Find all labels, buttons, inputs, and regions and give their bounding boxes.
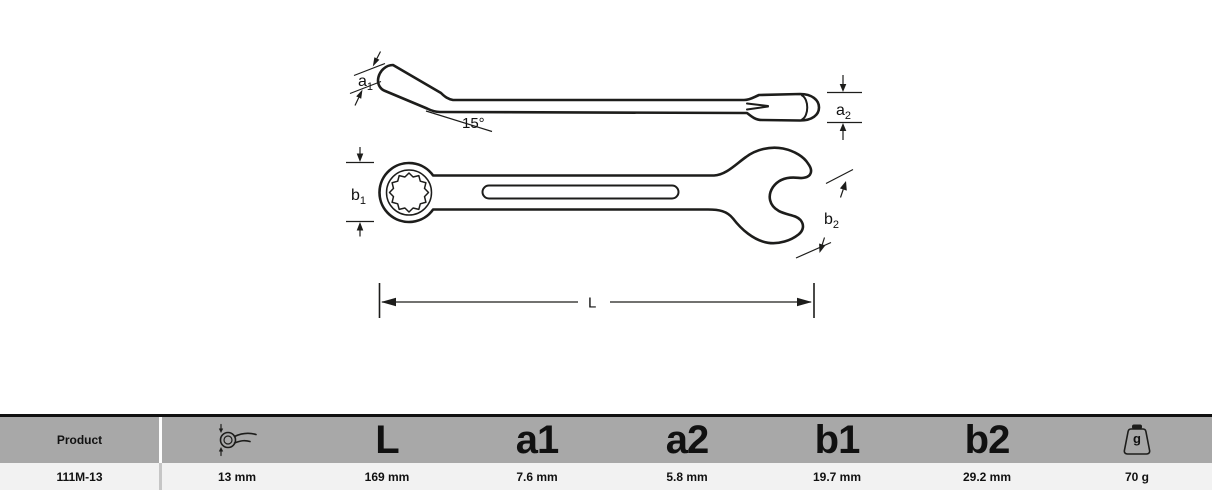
wrench-top-view: b1 b2 [346,146,854,259]
a2-label: a2 [836,102,851,122]
angle-reference-line [425,110,493,133]
a1-label: a1 [358,73,373,93]
header-b2-label: b2 [964,418,1011,462]
spec-table-data-row: 111M-13 13 mm 169 mm 7.6 mm 5.8 mm 19.7 … [0,463,1212,490]
open-jaw-parting-lines [746,102,769,111]
top-view-outline [378,146,813,245]
cell-b1: 19.7 mm [812,469,862,484]
cell-L: 169 mm [364,469,410,484]
header-L: L [312,417,462,463]
table-top-border [0,414,1212,417]
wrench-dimension-diagram: 15° a1 a2 [346,51,862,318]
header-a1-label: a1 [515,418,559,462]
header-a2: a2 [612,417,762,463]
header-b1-label: b1 [814,418,861,462]
L-label: L [588,295,596,312]
weight-icon: g [1123,424,1151,455]
dimension-a2: a2 [827,75,862,140]
ring-12-point-profile [388,172,430,213]
handle-slot [481,184,680,200]
dimension-L: L [378,283,815,318]
cell-size: 13 mm [217,469,257,484]
b2-label: b2 [824,211,839,231]
cell-a2: 5.8 mm [666,469,708,484]
header-weight: g [1062,417,1212,463]
spec-table-header-row: Product L a1 a [0,417,1212,463]
angle-label: 15° [462,115,485,132]
header-product-label: Product [56,433,103,447]
cell-b2: 29.2 mm [962,469,1012,484]
dimension-a1: a1 [349,51,386,106]
cell-a1: 7.6 mm [516,469,558,484]
wrench-size-icon [218,423,257,457]
header-b2: b2 [912,417,1062,463]
spec-table: Product L a1 a [0,414,1212,490]
header-a1: a1 [462,417,612,463]
weight-icon-unit-label: g [1133,431,1141,446]
dimension-b1: b1 [346,147,374,237]
header-L-label: L [375,418,399,462]
header-size [162,417,312,463]
angle-dimension: 15° [425,110,493,133]
wrench-side-view: 15° a1 a2 [349,51,862,140]
cell-product: 111M-13 [0,463,162,490]
ring-inner-circle [385,169,433,216]
b1-label: b1 [351,187,366,207]
header-b1: b1 [762,417,912,463]
side-view-outline [376,63,821,122]
L-extension-ticks [378,283,815,318]
head-nose-arc [801,94,809,121]
header-product: Product [0,417,162,463]
header-a2-label: a2 [665,418,709,462]
cell-weight: 70 g [1124,469,1149,484]
dimension-b2: b2 [795,168,854,259]
